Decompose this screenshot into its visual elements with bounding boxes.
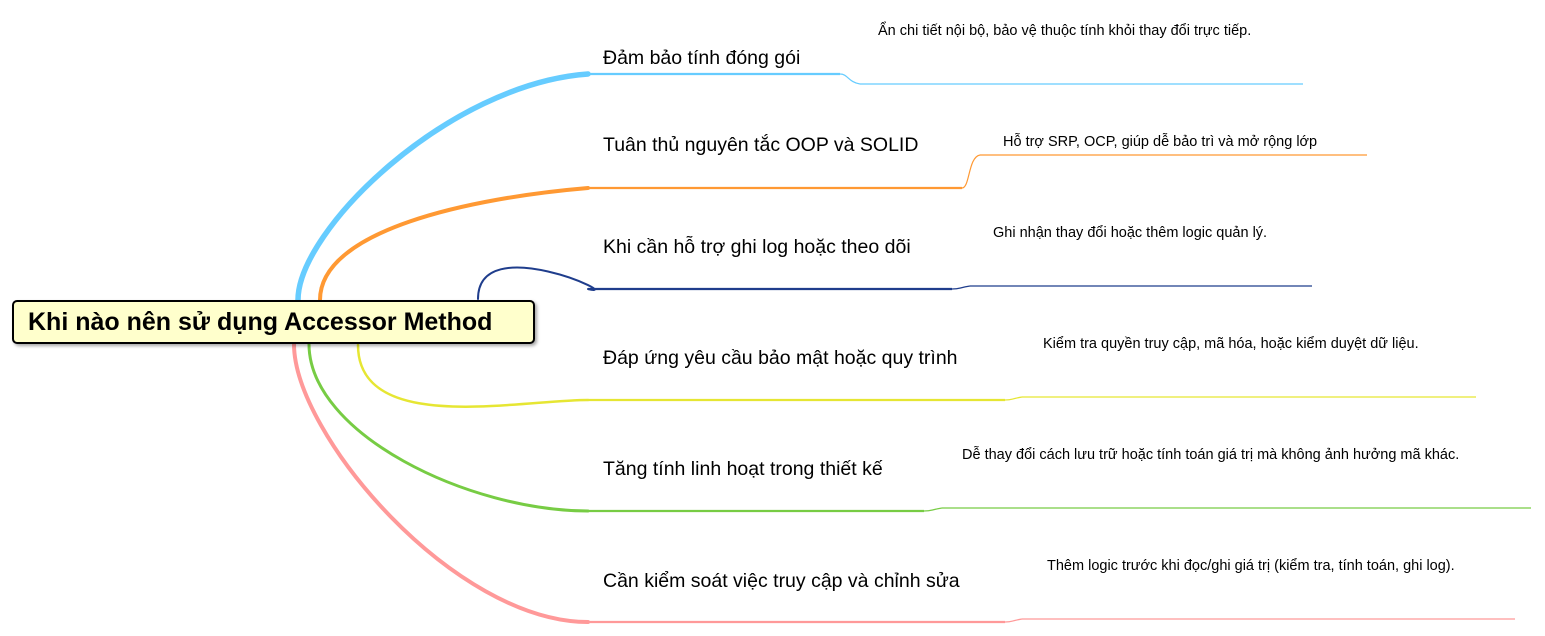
detail-connector	[951, 285, 971, 290]
branch-connector	[295, 71, 591, 303]
branch-connector	[318, 186, 590, 302]
branch-label[interactable]: Đảm bảo tính đóng gói	[603, 47, 801, 69]
branch-detail[interactable]: Ghi nhận thay đổi hoặc thêm logic quản l…	[993, 225, 1268, 241]
branch-connector	[292, 342, 590, 624]
branch-5	[307, 342, 1531, 513]
detail-connector	[923, 507, 943, 512]
branch-detail[interactable]: Kiểm tra quyền truy cập, mã hóa, hoặc ki…	[1043, 336, 1419, 352]
branch-connector	[307, 342, 590, 513]
branch-label[interactable]: Cần kiểm soát việc truy cập và chỉnh sửa	[603, 570, 960, 592]
branch-6	[292, 342, 1515, 624]
branch-connector	[356, 343, 590, 408]
detail-connector	[839, 73, 861, 85]
branch-3	[477, 266, 1312, 300]
branch-label[interactable]: Tuân thủ nguyên tắc OOP và SOLID	[603, 134, 919, 156]
branch-label[interactable]: Đáp ứng yêu cầu bảo mật hoặc quy trình	[603, 347, 958, 369]
branch-detail[interactable]: Thêm logic trước khi đọc/ghi giá trị (ki…	[1047, 558, 1455, 574]
detail-connector	[1004, 396, 1023, 401]
branch-detail[interactable]: Dễ thay đổi cách lưu trữ hoặc tính toán …	[962, 447, 1460, 463]
detail-connector	[1004, 618, 1023, 623]
branch-label[interactable]: Tăng tính linh hoạt trong thiết kế	[603, 458, 883, 480]
branch-1	[295, 71, 1303, 303]
branch-detail[interactable]: Ẩn chi tiết nội bộ, bảo vệ thuộc tính kh…	[878, 23, 1252, 39]
branch-connector	[477, 266, 596, 300]
central-topic[interactable]: Khi nào nên sử dụng Accessor Method	[12, 300, 535, 344]
branch-2	[318, 154, 1367, 302]
detail-connector	[961, 154, 981, 189]
branch-4	[356, 343, 1476, 408]
branch-label[interactable]: Khi cần hỗ trợ ghi log hoặc theo dõi	[603, 236, 911, 258]
branch-detail[interactable]: Hỗ trợ SRP, OCP, giúp dễ bảo trì và mở r…	[1003, 134, 1318, 150]
